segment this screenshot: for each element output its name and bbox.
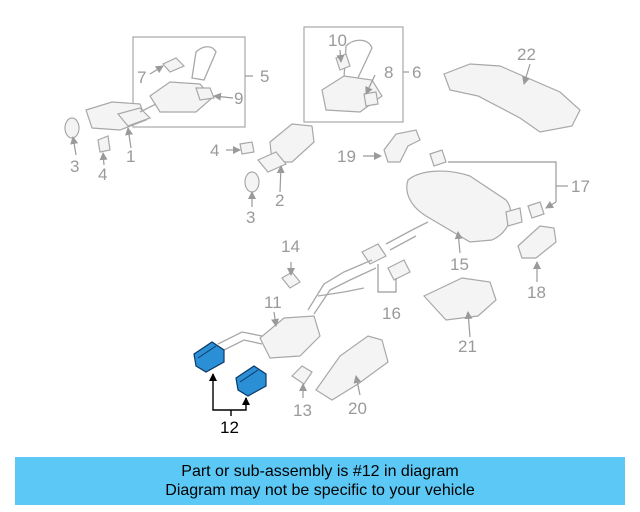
catalytic-converter-assembly-right (239, 39, 383, 193)
callout-13: 13 (293, 401, 312, 420)
callout-22: 22 (517, 45, 536, 64)
callout-17: 17 (571, 177, 590, 196)
callout-16: 16 (382, 304, 401, 323)
leader-7 (149, 65, 164, 75)
callout-3b: 3 (246, 208, 255, 227)
catalytic-converter-assembly-left (64, 46, 217, 153)
callout-5: 5 (260, 67, 269, 86)
bracket-13 (291, 365, 313, 385)
callout-11: 11 (264, 293, 282, 312)
callout-19: 19 (337, 147, 356, 166)
leader-15 (454, 231, 463, 254)
callout-3a: 3 (70, 157, 79, 176)
leader-3a (70, 136, 79, 156)
info-banner: Part or sub-assembly is #12 in diagram D… (15, 457, 625, 505)
callout-2: 2 (275, 191, 284, 210)
banner-line-1: Part or sub-assembly is #12 in diagram (181, 463, 459, 480)
callout-15: 15 (450, 255, 469, 274)
leader-20 (353, 375, 362, 396)
leader-22 (522, 63, 531, 85)
exhaust-system-diagram: 1 2 3 3 4 4 5 6 7 8 9 10 11 13 14 15 16 … (64, 26, 590, 437)
callout-14: 14 (281, 237, 300, 256)
callout-9: 9 (234, 89, 243, 108)
subassembly-box-5 (132, 36, 246, 128)
callout-21: 21 (458, 337, 477, 356)
subassembly-box-6 (303, 26, 404, 123)
leader-10 (336, 49, 345, 63)
bracket-17b (527, 201, 545, 219)
callout-20: 20 (348, 399, 367, 418)
tail-pipe-18 (517, 225, 557, 259)
callout-12-highlighted: 12 (220, 418, 239, 437)
heat-shield-20 (315, 335, 389, 401)
callout-7: 7 (137, 68, 146, 87)
callout-4b: 4 (210, 141, 219, 160)
pipe-19 (383, 129, 421, 163)
clamp-12-highlighted[interactable] (193, 341, 267, 397)
callout-10: 10 (328, 31, 347, 50)
leader-8 (365, 74, 376, 95)
callout-6: 6 (412, 63, 421, 82)
leader-17c (545, 200, 557, 209)
heat-shield-21 (423, 277, 497, 321)
callout-8: 8 (384, 63, 393, 82)
clamp-16a (361, 243, 387, 265)
intermediate-pipe-11 (217, 259, 377, 359)
leader-9 (213, 92, 234, 101)
leader-4a (99, 152, 108, 166)
leader-16 (377, 264, 397, 293)
leader-17 (448, 161, 557, 186)
leader-21 (464, 311, 473, 338)
banner-line-2: Diagram may not be specific to your vehi… (165, 482, 475, 499)
callout-18: 18 (527, 283, 546, 302)
leader-2 (276, 165, 285, 193)
leader-11 (271, 311, 279, 327)
heat-shield-22 (443, 63, 581, 133)
bracket-17a (429, 149, 447, 167)
leader-1 (125, 127, 133, 149)
rear-muffler-15 (385, 170, 523, 251)
callout-1: 1 (126, 147, 135, 166)
callout-4a: 4 (98, 165, 107, 184)
clamp-16b (387, 259, 411, 281)
